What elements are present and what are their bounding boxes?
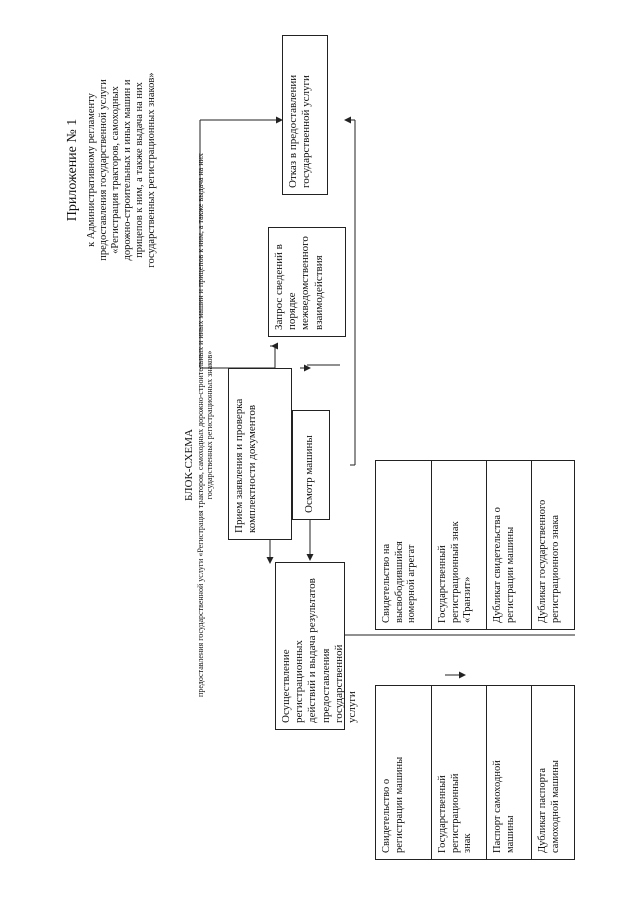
box-refusal: Отказ в предоставлении государственной у… bbox=[282, 35, 328, 195]
result-item-label: Государственный регистрационный знак bbox=[437, 773, 474, 853]
result-item-label: Дубликат свидетельства о регистрации маш… bbox=[492, 507, 516, 623]
box-inspection-label: Осмотр машины bbox=[303, 435, 315, 513]
result-item: Дубликат паспорта самоходной машины bbox=[531, 686, 577, 859]
box-inspection: Осмотр машины bbox=[292, 410, 330, 520]
box-interagency-request-label: Запрос сведений в порядке межведомственн… bbox=[273, 236, 325, 330]
results-right-column: Свидетельство на высвободившийся номерно… bbox=[375, 460, 577, 630]
result-item: Дубликат свидетельства о регистрации маш… bbox=[486, 461, 532, 629]
box-reception-label: Прием заявления и проверка комплектности… bbox=[233, 398, 259, 533]
result-item-label: Свидетельство о регистрации машины bbox=[381, 756, 405, 853]
result-item-label: Паспорт самоходной машины bbox=[492, 760, 516, 853]
result-item-label: Дубликат паспорта самоходной машины bbox=[537, 760, 561, 853]
box-refusal-label: Отказ в предоставлении государственной у… bbox=[287, 74, 313, 188]
result-item: Государственный регистрационный знак bbox=[431, 686, 487, 859]
result-item: Паспорт самоходной машины bbox=[486, 686, 532, 859]
result-item: Государственный регистрационный знак «Тр… bbox=[431, 461, 487, 629]
box-reception: Прием заявления и проверка комплектности… bbox=[228, 368, 292, 540]
result-item: Свидетельство на высвободившийся номерно… bbox=[376, 461, 431, 629]
results-left-column: Свидетельство о регистрации машины Госуд… bbox=[375, 685, 577, 860]
box-registration-label: Осуществление регистрационных действий и… bbox=[280, 578, 358, 723]
result-item: Свидетельство о регистрации машины bbox=[376, 686, 431, 859]
box-interagency-request: Запрос сведений в порядке межведомственн… bbox=[268, 227, 346, 337]
result-item: Дубликат государственного регистрационно… bbox=[531, 461, 577, 629]
result-item-label: Государственный регистрационный знак «Тр… bbox=[437, 521, 474, 623]
box-registration: Осуществление регистрационных действий и… bbox=[275, 562, 358, 730]
result-item-label: Дубликат государственного регистрационно… bbox=[537, 499, 561, 623]
result-item-label: Свидетельство на высвободившийся номерно… bbox=[381, 541, 418, 623]
